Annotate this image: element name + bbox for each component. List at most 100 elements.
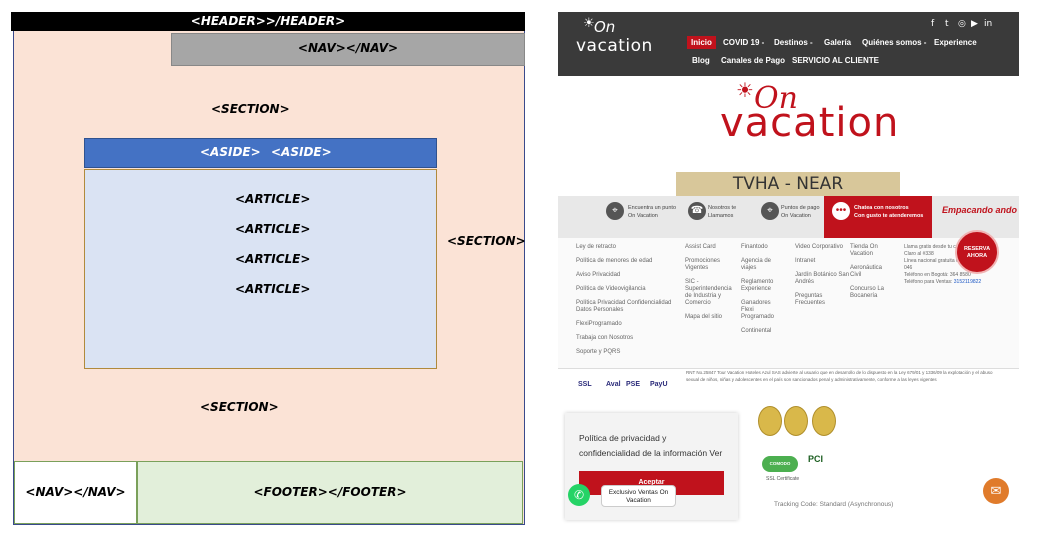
footer-link[interactable]: FlexiProgramado — [576, 321, 622, 327]
wireframe-nav-top: <NAV></NAV> — [171, 33, 525, 66]
aval-logo: Aval — [606, 381, 621, 388]
contact-phones: Llama gratis desde tu celular Claro al #… — [904, 244, 992, 286]
wireframe-articles: <ARTICLE> <ARTICLE> <ARTICLE> <ARTICLE> — [84, 169, 437, 369]
phone-line: Teléfono en Bogotá: 364 8580 — [904, 272, 971, 278]
nav-item-servicio-al-cliente[interactable]: SERVICIO AL CLIENTE — [792, 56, 879, 65]
footer-link[interactable]: Ganadores Flexi Programado — [741, 300, 775, 320]
footer-link[interactable]: Ley de retracto — [576, 244, 617, 250]
link-column: Ley de retracto Política de menores de e… — [576, 244, 676, 356]
footer-link[interactable]: Mapa del sitio — [685, 314, 723, 320]
footer-link[interactable]: Intranet — [795, 258, 816, 264]
wireframe-aside-label: <ASIDE> — [200, 145, 261, 159]
footer-link[interactable]: Soporte y PQRS — [576, 349, 621, 355]
chat-bubble-icon[interactable]: ✉ — [983, 478, 1009, 504]
footer-link[interactable]: Reglamento Experience — [741, 279, 774, 292]
ssl-logo: SSL — [578, 381, 592, 388]
wireframe-article-label: <ARTICLE> — [235, 282, 311, 296]
footer-link[interactable]: Promociones Vigentes — [685, 258, 721, 271]
wireframe-aside-label: <ASIDE> — [271, 145, 332, 159]
hero-logo: vacation — [720, 100, 900, 146]
phone-line: Línea nacional gratuita 01 8000 511 046 — [904, 258, 984, 271]
footer-link[interactable]: Política Privacidad Confidencialidad Dat… — [576, 300, 672, 313]
footer-link[interactable]: Aviso Privacidad — [576, 272, 621, 278]
hero-logo-top: On — [754, 81, 798, 116]
location-icon[interactable]: ⌖ — [606, 202, 624, 220]
footer-link[interactable]: Tienda On Vacation — [850, 244, 878, 257]
footer-link[interactable]: Política de menores de edad — [576, 258, 653, 264]
empacando-logo[interactable]: Empacando ando — [942, 205, 1018, 215]
wireframe-nav-bottom: <NAV></NAV> — [14, 461, 137, 524]
wireframe-article-label: <ARTICLE> — [235, 222, 311, 236]
footer-link[interactable]: Trabaja con Nosotros — [576, 335, 634, 341]
payment-point-icon[interactable]: ⌖ — [761, 202, 779, 220]
footer-link[interactable]: Agencia de viajes — [741, 258, 772, 271]
pse-logo: PSE — [626, 381, 641, 388]
award-medal-icon — [812, 406, 836, 436]
facebook-icon[interactable]: f — [931, 19, 935, 29]
nav-item-covid[interactable]: COVID 19 - — [723, 38, 765, 47]
wireframe-aside: <ASIDE> <ASIDE> — [84, 138, 437, 168]
twitter-icon[interactable]: t — [945, 19, 949, 29]
legal-notice: RNT No.25847 Tour Vacation Hoteles Azul … — [686, 370, 993, 382]
linkedin-icon[interactable]: in — [984, 19, 993, 29]
wireframe-section-label: <SECTION> — [447, 234, 526, 248]
logo-text-top: On — [594, 18, 616, 36]
ssl-certificate-label: SSL Certificate — [766, 476, 800, 482]
payu-logo: PayU — [650, 381, 668, 388]
footer-link[interactable]: SIC - Superintendencia de Industria y Co… — [685, 279, 732, 306]
wireframe-footer: <FOOTER></FOOTER> — [137, 461, 523, 524]
phone-label: Teléfono para Ventas: — [904, 279, 953, 285]
instagram-icon[interactable]: ◎ — [958, 19, 966, 29]
footer-link[interactable]: Política de Videovigilancia — [576, 286, 646, 292]
site-header: ☀ On vacation Inicio COVID 19 - Destinos… — [558, 12, 1019, 76]
award-medal-icon — [784, 406, 808, 436]
sun-icon: ☀ — [583, 15, 595, 30]
whatsapp-icon[interactable]: ✆ — [568, 484, 590, 506]
phone-icon[interactable]: ☎ — [688, 202, 706, 220]
nav-item-inicio[interactable]: Inicio — [687, 36, 716, 49]
promo-banner[interactable]: TVHA - NEAR — [676, 172, 900, 196]
footer-link[interactable]: Continental — [741, 328, 772, 334]
link-column: Finantodo Agencia de viajes Reglamento E… — [741, 244, 781, 335]
award-medal-icon — [758, 406, 782, 436]
link-column: Assist Card Promociones Vigentes SIC - S… — [685, 244, 737, 321]
link-column: Video Corporativo Intranet Jardín Botáni… — [795, 244, 850, 307]
nav-item-canales-de-pago[interactable]: Canales de Pago — [721, 56, 786, 65]
phone-line: Claro al #338 — [904, 251, 934, 257]
footer-link[interactable]: Assist Card — [685, 244, 716, 250]
payment-methods: SSL Aval PSE PayU — [558, 368, 1019, 404]
footer-link[interactable]: Video Corporativo — [795, 244, 843, 250]
hero: ☀ On vacation TVHA - NEAR — [558, 76, 1019, 196]
nav-item-experience[interactable]: Experience — [934, 38, 977, 47]
nav-item-destinos[interactable]: Destinos - — [774, 38, 813, 47]
wireframe-article-label: <ARTICLE> — [235, 192, 311, 206]
footer-links: Ley de retracto Política de menores de e… — [558, 238, 1019, 368]
sales-phone-link[interactable]: 3152119822 — [953, 279, 982, 285]
link-column: Tienda On Vacation Aeronáutica Civil Con… — [850, 244, 892, 300]
chat-icon: ••• — [832, 202, 850, 220]
pci-logo: PCI — [808, 454, 824, 464]
sun-icon: ☀ — [736, 78, 754, 102]
nav-item-blog[interactable]: Blog — [692, 56, 710, 65]
footer-link[interactable]: Concurso La Bocanería — [850, 286, 885, 299]
footer-link[interactable]: Finantodo — [741, 244, 768, 250]
nav-item-galeria[interactable]: Galería — [824, 38, 852, 47]
logo-text[interactable]: vacation — [576, 36, 653, 56]
wireframe-section-label: <SECTION> — [200, 400, 279, 414]
footer-link[interactable]: Jardín Botánico San Andrés — [795, 272, 850, 285]
tracking-code-text: Tracking Code: Standard (Asynchronous) — [774, 501, 894, 508]
footer-link[interactable]: Aeronáutica Civil — [850, 265, 883, 278]
whatsapp-label[interactable]: Exclusivo Ventas On Vacation — [601, 485, 676, 507]
footer-link[interactable]: Preguntas Frecuentes — [795, 293, 826, 306]
nav-item-quienes-somos[interactable]: Quiénes somos - — [862, 38, 927, 47]
wireframe-header: <HEADER>>/HEADER> — [11, 12, 525, 31]
youtube-icon[interactable]: ▶ — [971, 19, 978, 29]
website-screenshot: ☀ On vacation Inicio COVID 19 - Destinos… — [558, 12, 1019, 524]
